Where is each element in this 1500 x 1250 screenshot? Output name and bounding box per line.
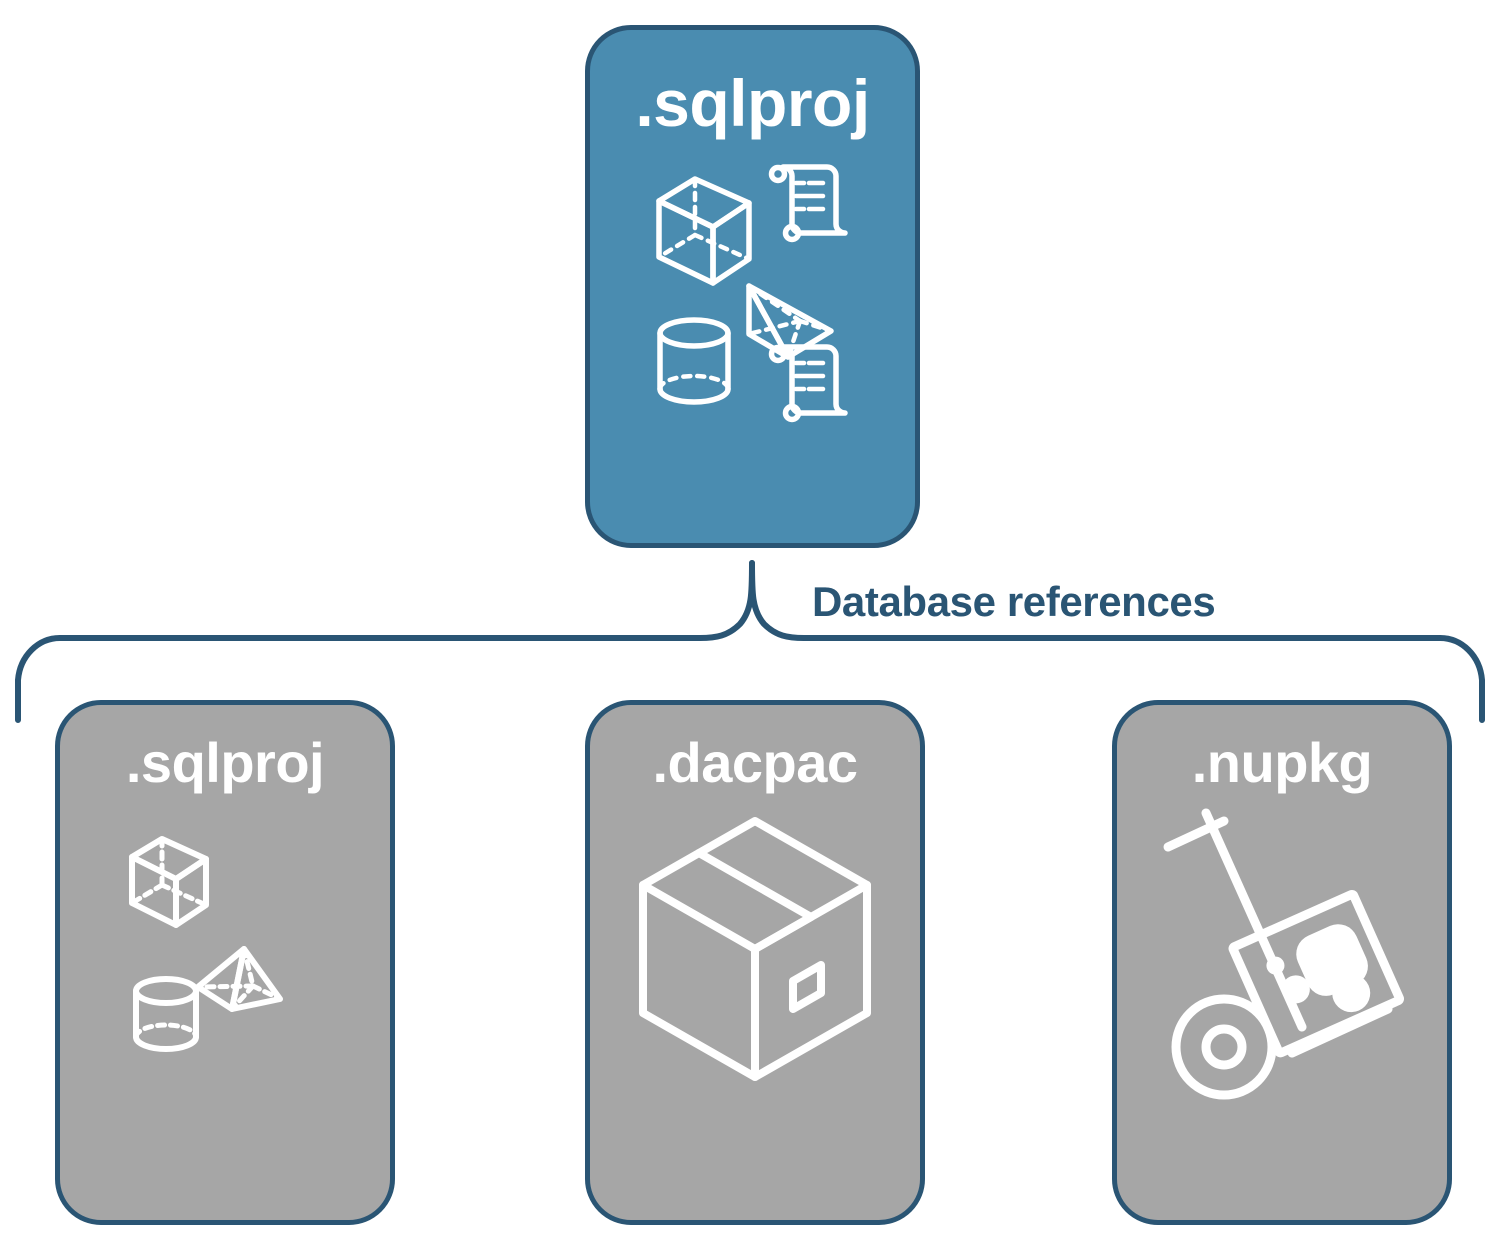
sqlproj-reference-artwork	[110, 809, 340, 1059]
reference-card-sqlproj[interactable]: .sqlproj	[55, 700, 395, 1225]
nuget-package-icon	[1228, 889, 1405, 1058]
cube-wireframe-icon	[655, 176, 752, 286]
reference-card-title: .nupkg	[1191, 731, 1373, 794]
pyramid-wireframe-icon	[195, 946, 283, 1012]
scroll-icon	[768, 344, 848, 423]
reference-card-title: .dacpac	[652, 731, 858, 794]
root-sqlproj-card[interactable]: .sqlproj	[585, 25, 920, 548]
scroll-icon	[768, 164, 848, 243]
cylinder-wireframe-icon	[656, 317, 731, 405]
dacpac-reference-artwork	[625, 809, 885, 1109]
root-card-artwork	[653, 161, 853, 423]
reference-card-dacpac[interactable]: .dacpac	[585, 700, 925, 1225]
reference-card-title: .sqlproj	[125, 731, 325, 794]
brace-label: Database references	[812, 578, 1216, 625]
cylinder-wireframe-icon	[133, 976, 199, 1052]
root-card-title: .sqlproj	[635, 66, 870, 140]
package-box-icon	[639, 817, 871, 1081]
cube-wireframe-icon	[129, 836, 209, 928]
nupkg-reference-artwork	[1152, 808, 1412, 1109]
reference-card-nupkg[interactable]: .nupkg	[1112, 700, 1452, 1225]
